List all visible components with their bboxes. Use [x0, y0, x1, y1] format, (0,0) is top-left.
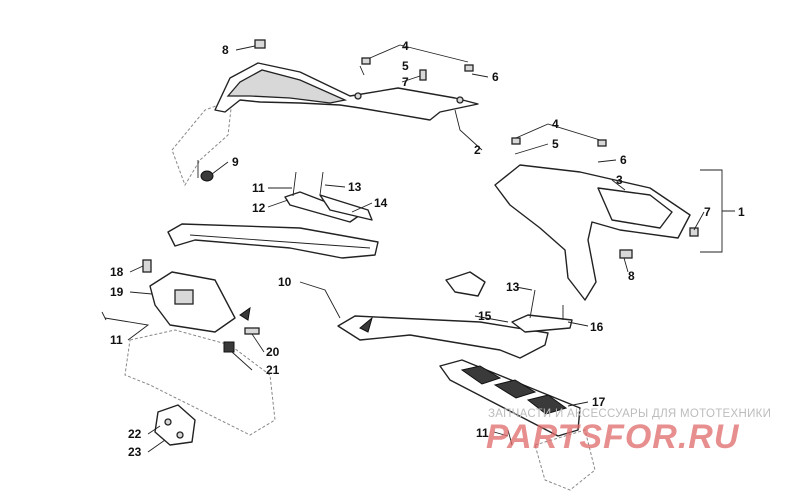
hinge-hole [164, 418, 172, 426]
fasteners [101, 39, 699, 446]
hood-panel-left [214, 62, 479, 121]
callout-16: 16 [590, 320, 604, 334]
bolt-8-right [619, 249, 633, 259]
screw-7a [419, 69, 427, 81]
callout-13: 13 [506, 280, 520, 294]
callout-21: 21 [266, 363, 280, 377]
callout-20: 20 [266, 345, 280, 359]
hole-marker [456, 96, 464, 104]
callout-5: 5 [552, 137, 559, 151]
bracket-16 [511, 314, 573, 333]
watermark-logo: PARTSFOR.RU [486, 418, 740, 456]
hinge [154, 404, 196, 446]
bolt-8-top [254, 39, 266, 49]
washer-4a [361, 57, 371, 65]
callout-5: 5 [402, 59, 409, 73]
hinge-hole [176, 431, 184, 439]
callout-23: 23 [128, 445, 142, 459]
callout-3: 3 [616, 173, 623, 187]
callout-12: 12 [252, 201, 266, 215]
side-panel-window [597, 187, 673, 229]
callout-7: 7 [402, 75, 409, 89]
washer-4c [511, 137, 521, 145]
callout-6: 6 [492, 70, 499, 84]
callout-11: 11 [252, 181, 265, 195]
nut-9 [200, 170, 214, 182]
callout-14: 14 [374, 196, 388, 210]
callout-1: 1 [738, 205, 745, 219]
running-board [439, 359, 581, 437]
plate-slot [174, 289, 194, 305]
arrow-marker [239, 306, 251, 321]
callout-11: 11 [110, 333, 123, 347]
rail-left [167, 223, 379, 259]
arrow-marker [359, 316, 373, 333]
callout-labels: 8 4 5 7 6 2 4 5 6 3 1 7 8 9 11 12 13 14 … [110, 39, 745, 459]
callout-11: 11 [476, 426, 489, 440]
callout-6: 6 [620, 153, 627, 167]
callout-8: 8 [628, 269, 635, 283]
bolt-20 [244, 327, 260, 335]
bracket-15 [445, 271, 486, 297]
callout-10: 10 [278, 275, 292, 289]
callout-4: 4 [402, 39, 409, 53]
callout-18: 18 [110, 265, 124, 279]
callout-9: 9 [232, 155, 239, 169]
callout-15: 15 [478, 309, 492, 323]
callout-4: 4 [552, 117, 559, 131]
washer-4b [464, 64, 474, 72]
callout-22: 22 [128, 427, 142, 441]
rail-right [337, 315, 549, 359]
callout-2: 2 [474, 143, 481, 157]
callout-17: 17 [592, 395, 606, 409]
side-panel-right [494, 164, 691, 301]
watermark-caption: ЗАПЧАСТИ И АКСЕССУАРЫ ДЛЯ МОТОТЕХНИКИ [488, 408, 772, 420]
mount-plate [149, 271, 251, 333]
callout-8: 8 [222, 43, 229, 57]
callout-19: 19 [110, 285, 124, 299]
screw-7b [689, 227, 699, 237]
leader-lines [104, 44, 735, 453]
clip-21 [223, 341, 235, 353]
bolt-18 [142, 259, 152, 273]
hole-marker [354, 92, 362, 100]
callout-13: 13 [348, 180, 362, 194]
callout-7: 7 [704, 205, 711, 219]
bracket-mid [284, 191, 373, 223]
washer-4d [597, 139, 607, 147]
ghost-frame-left [124, 99, 276, 436]
